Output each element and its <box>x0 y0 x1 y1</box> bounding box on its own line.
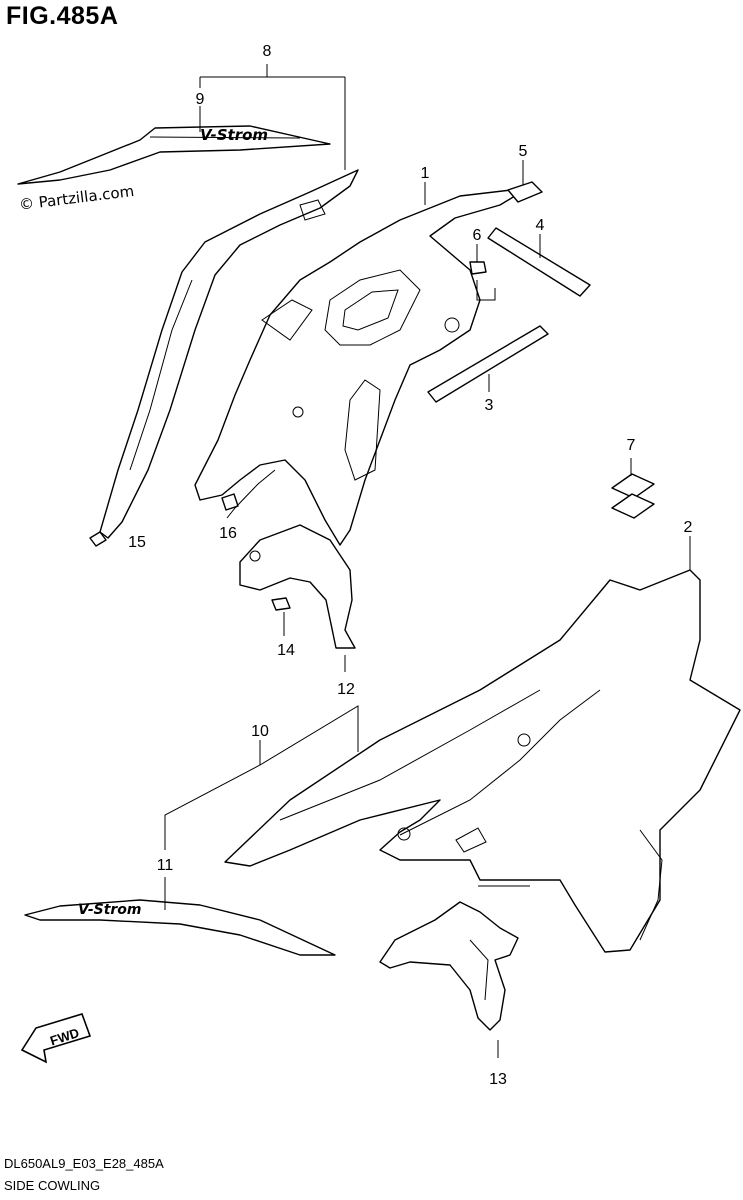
leader-lines <box>164 64 691 1058</box>
callout-13: 13 <box>489 1071 507 1088</box>
callout-2: 2 <box>684 519 693 536</box>
callout-9: 9 <box>196 91 205 108</box>
callout-11: 11 <box>157 857 174 874</box>
part-11-lower-decal[interactable]: V-Strom <box>24 899 336 956</box>
part-8-upper-cover[interactable] <box>99 169 359 539</box>
fwd-direction-badge: FWD <box>20 1013 92 1064</box>
part-9-upper-decal[interactable]: V-Strom <box>17 125 331 185</box>
part-1-side-cowling[interactable] <box>194 187 529 546</box>
callout-16: 16 <box>219 525 237 542</box>
callout-4: 4 <box>536 217 545 234</box>
figure-caption: SIDE COWLING <box>4 1178 101 1193</box>
part-16-nut[interactable] <box>221 493 239 511</box>
callout-15: 15 <box>128 534 146 551</box>
callout-3: 3 <box>485 397 494 414</box>
part-7-emblem[interactable] <box>611 473 655 519</box>
part-2-lower-cowling[interactable] <box>224 569 741 953</box>
callout-10: 10 <box>251 723 269 740</box>
callout-8: 8 <box>263 43 272 60</box>
part-4-foam-strip[interactable] <box>487 227 591 297</box>
part-3-foam-strip[interactable] <box>427 325 549 403</box>
part-6-screw[interactable] <box>469 250 487 275</box>
model-code: DL650AL9_E03_E28_485A <box>4 1156 164 1171</box>
part-15-clip[interactable] <box>89 531 107 547</box>
callout-6: 6 <box>473 227 482 244</box>
part-13-lower-bracket[interactable] <box>379 901 519 1031</box>
callout-14: 14 <box>277 642 295 659</box>
callout-12: 12 <box>337 681 355 698</box>
figure-title: FIG.485A <box>6 2 119 30</box>
upper-decal-text: V-Strom <box>200 126 268 144</box>
callout-5: 5 <box>519 143 528 160</box>
part-14-bolt[interactable] <box>271 597 291 611</box>
part-12-bracket[interactable] <box>239 524 356 649</box>
callout-1: 1 <box>421 165 430 182</box>
part-5-pad[interactable] <box>507 181 543 203</box>
lower-decal-text: V-Strom <box>78 902 142 918</box>
callout-7: 7 <box>627 437 636 454</box>
callout-numbers: 8 9 1 5 6 4 3 7 2 15 16 14 12 10 11 13 <box>128 43 692 1088</box>
